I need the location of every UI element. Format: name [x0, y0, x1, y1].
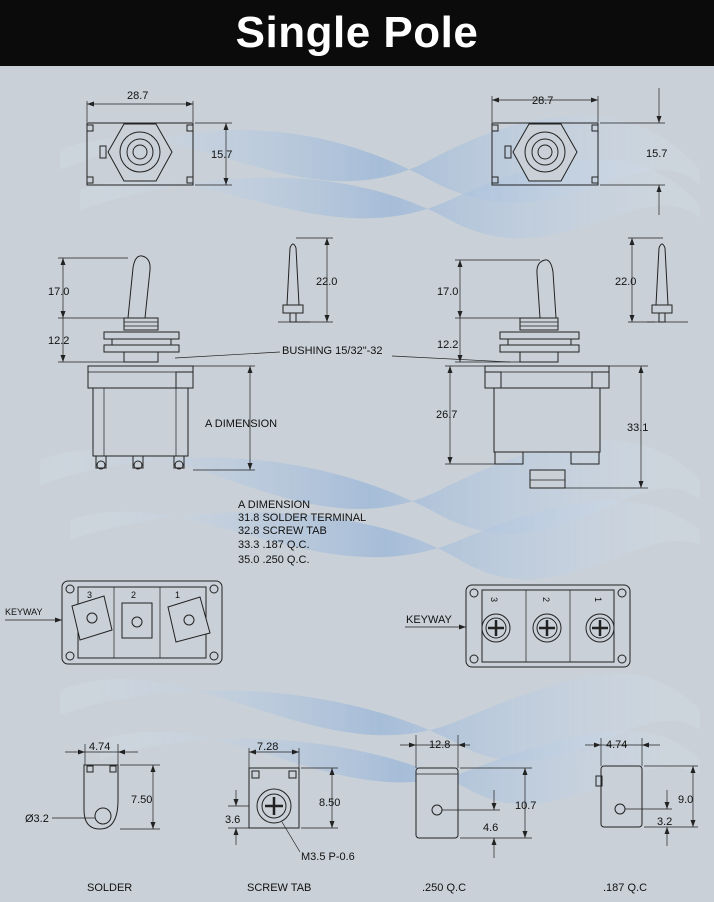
- top-right-height-label: 15.7: [646, 148, 667, 160]
- top-left-width-label: 28.7: [127, 90, 148, 102]
- bottom-left-terminal-number: 1: [175, 590, 180, 600]
- a-dimension-row: 33.3 .187 Q.C.: [238, 539, 310, 551]
- bottom-right-terminal-number: 3: [489, 597, 499, 602]
- side-right-view: [391, 237, 688, 489]
- solder-caption: SOLDER: [87, 882, 132, 894]
- side-right-lever-label: 17.0: [437, 286, 458, 298]
- bottom-right-terminal-view: [405, 584, 631, 668]
- bottom-right-terminal-number: 2: [541, 597, 551, 602]
- title-bar: Single Pole: [0, 0, 714, 66]
- bottom-left-terminal-number: 2: [131, 590, 136, 600]
- screw-tab-width-label: 7.28: [257, 741, 278, 753]
- bottom-right-keyway-label: KEYWAY: [406, 614, 453, 626]
- top-left-front-view: [86, 101, 232, 186]
- side-left-bushing-label: 12.2: [48, 335, 69, 347]
- side-right-body-label: 26.7: [436, 409, 457, 421]
- screw-tab-screw-label: M3.5 P-0.6: [301, 851, 355, 863]
- qc187-height-label: 9.0: [678, 794, 693, 806]
- top-right-front-view: [491, 88, 665, 215]
- a-dimension-table: A DIMENSION 31.8 SOLDER TERMINAL 32.8 SC…: [238, 499, 366, 566]
- qc250-terminal-detail: [400, 735, 532, 858]
- solder-hole-label: Ø3.2: [25, 813, 49, 825]
- bottom-left-keyway-label: KEYWAY: [5, 607, 43, 617]
- qc250-height-label: 10.7: [515, 800, 536, 812]
- qc250-width-label: 12.8: [429, 739, 450, 751]
- side-left-a-dimension-label: A DIMENSION: [205, 418, 277, 430]
- bushing-label: BUSHING 15/32"-32: [282, 345, 383, 357]
- qc187-width-label: 4.74: [606, 739, 627, 751]
- a-dimension-row: 35.0 .250 Q.C.: [238, 554, 310, 566]
- bottom-right-terminal-number: 1: [593, 597, 603, 602]
- side-left-view: [58, 237, 333, 471]
- qc250-offset-label: 4.6: [483, 822, 498, 834]
- screw-tab-caption: SCREW TAB: [247, 882, 311, 894]
- screw-tab-offset-label: 3.6: [225, 814, 240, 826]
- page-title: Single Pole: [235, 8, 479, 57]
- qc187-caption: .187 Q.C: [603, 882, 647, 894]
- side-left-lever-label: 17.0: [48, 286, 69, 298]
- top-left-height-label: 15.7: [211, 149, 232, 161]
- solder-terminal-detail: [52, 744, 160, 830]
- qc250-caption: .250 Q.C: [422, 882, 466, 894]
- solder-width-label: 4.74: [89, 741, 110, 753]
- qc187-offset-label: 3.2: [657, 816, 672, 828]
- side-left-toggle-label: 22.0: [316, 276, 337, 288]
- a-dimension-row: 31.8 SOLDER TERMINAL: [238, 512, 366, 524]
- qc187-terminal-detail: [585, 738, 698, 846]
- top-right-width-label: 28.7: [532, 95, 553, 107]
- side-right-total-label: 33.1: [627, 422, 648, 434]
- bottom-left-terminal-number: 3: [87, 590, 92, 600]
- a-dimension-row: 32.8 SCREW TAB: [238, 525, 327, 537]
- wave-watermark: [40, 115, 700, 805]
- screw-tab-height-label: 8.50: [319, 797, 340, 809]
- solder-height-label: 7.50: [131, 794, 152, 806]
- a-dimension-heading: A DIMENSION: [238, 499, 310, 511]
- side-right-toggle-label: 22.0: [615, 276, 636, 288]
- side-right-bushing-label: 12.2: [437, 339, 458, 351]
- bottom-left-terminal-view: [5, 580, 223, 665]
- screw-tab-terminal-detail: [228, 748, 338, 853]
